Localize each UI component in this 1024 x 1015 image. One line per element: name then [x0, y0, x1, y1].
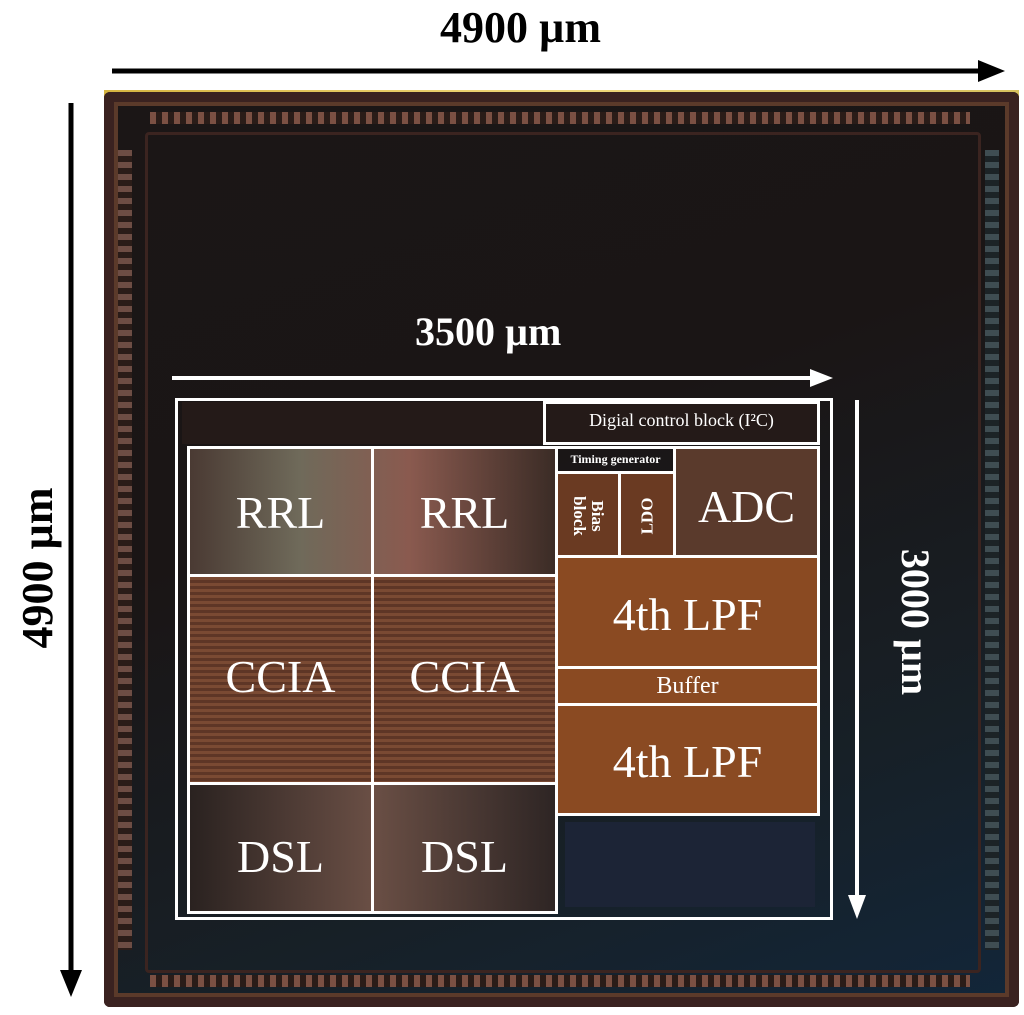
seal-ring [145, 132, 981, 973]
dsl-block-2 [371, 782, 558, 914]
ccia-label-1: CCIA [225, 651, 336, 702]
timing-generator-label: Timing generator [570, 452, 661, 466]
top-dimension-label: 4900 µm [440, 3, 602, 52]
bias-ldo-region-bg [558, 472, 674, 555]
ccia-label-2: CCIA [409, 651, 520, 702]
lpf-region-bg [558, 558, 818, 813]
bias-block-label: Bias block [566, 480, 610, 554]
analog-core-outline [175, 398, 833, 920]
dsl-label-1: DSL [237, 831, 324, 882]
bond-pad-row-top [150, 112, 970, 124]
inner-width-arrow [172, 369, 833, 387]
bond-pad-row-bottom [150, 975, 970, 987]
lpf-label-1: 4th LPF [612, 589, 763, 640]
empty-region-bg [565, 822, 815, 907]
top-dimension-arrow [112, 60, 1005, 82]
bond-pad-column-left [118, 150, 132, 950]
ldo-text: LDO [637, 497, 656, 535]
bond-pad-column-right [985, 150, 999, 950]
inner-width-label: 3500 µm [415, 309, 562, 354]
ldo-label: LDO [622, 480, 672, 554]
inner-height-label: 3000 µm [893, 548, 938, 696]
lpf-label-2: 4th LPF [612, 736, 763, 787]
left-dimension-arrow [60, 103, 82, 997]
rrl-label-2: RRL [419, 487, 510, 538]
adc-region-bg [676, 448, 818, 555]
adc-label: ADC [697, 481, 796, 532]
inner-height-arrow [848, 400, 866, 919]
digital-control-label: Digial control block (I²C) [589, 410, 774, 430]
buffer-label: Buffer [656, 673, 719, 699]
digital-region-bg [182, 402, 817, 444]
digital-control-block [543, 401, 820, 445]
dsl-label-2: DSL [421, 831, 508, 882]
lpf-block-2 [555, 703, 820, 816]
bias-block-text: Bias block [570, 496, 607, 536]
rrl-label-1: RRL [235, 487, 326, 538]
